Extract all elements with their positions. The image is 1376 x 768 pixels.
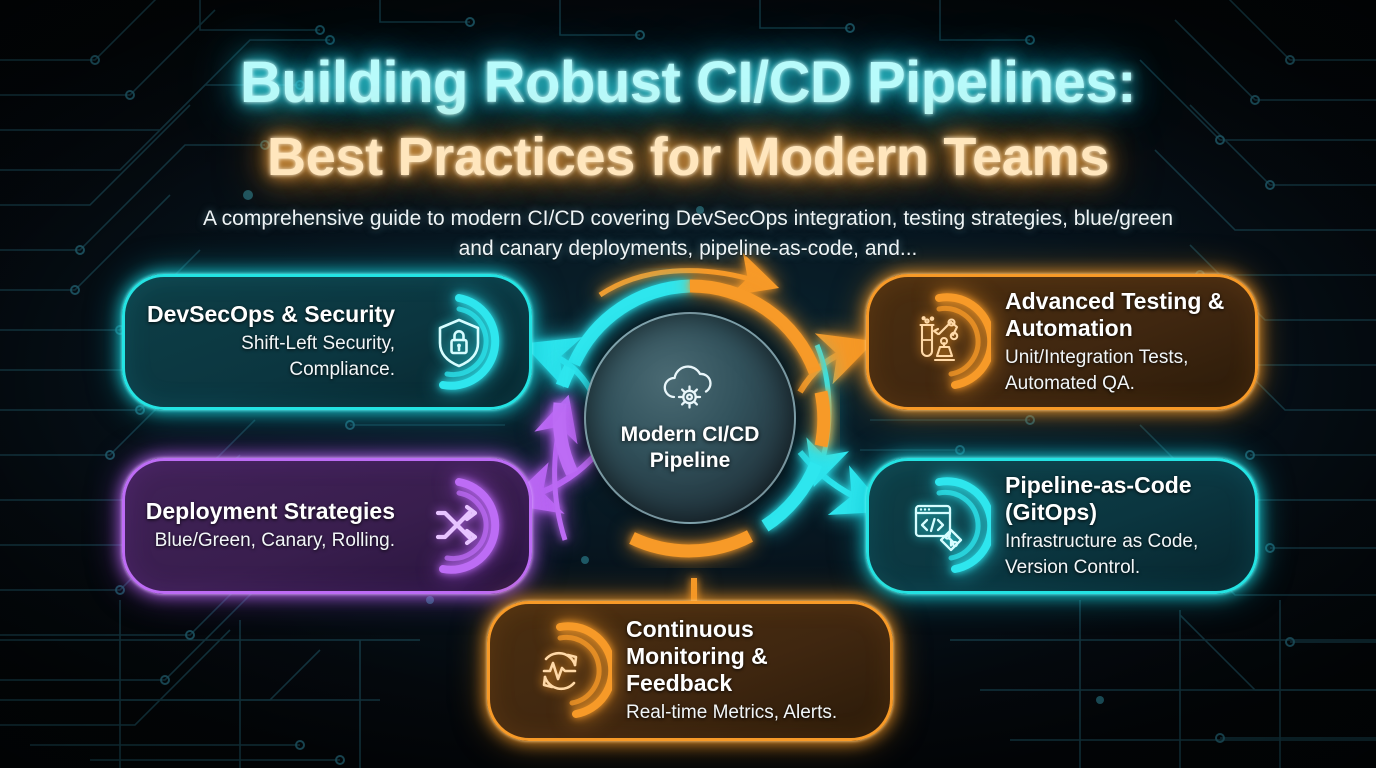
card-title-deployment: Deployment Strategies [145,498,395,524]
card-desc-devsecops: Shift-Left Security, Compliance. [241,333,395,380]
page-subtitle: A comprehensive guide to modern CI/CD co… [188,204,1188,264]
icon-badge-gitops [887,474,991,578]
hub-node[interactable]: Modern CI/CD Pipeline [540,268,840,568]
pulse-refresh-icon [542,651,578,691]
card-desc-gitops: Infrastructure as Code, Version Control. [1005,530,1199,578]
card-desc-monitoring: Real-time Metrics, Alerts. [626,702,838,723]
hub-inner-disc: Modern CI/CD Pipeline [584,312,796,524]
header: Building Robust CI/CD Pipelines: Best Pr… [0,0,1376,264]
shuffle-arrows-icon [435,504,478,546]
card-title-monitoring: Continuous Monitoring & Feedback [626,616,768,696]
card-text-devsecops: DevSecOps & Security Shift-Left Security… [143,301,407,383]
icon-badge-testing [887,290,991,394]
shield-lock-icon [438,318,480,368]
card-title-testing: Advanced Testing & Automation [1005,287,1225,341]
hub-label: Modern CI/CD Pipeline [620,423,760,472]
card-title-devsecops: DevSecOps & Security [146,301,395,327]
card-text-monitoring: Continuous Monitoring & Feedback Real-ti… [612,616,872,726]
card-text-gitops: Pipeline-as-Code (GitOps) Infrastructure… [991,472,1237,581]
card-title-gitops: Pipeline-as-Code (GitOps) [1005,471,1192,525]
card-text-deployment: Deployment Strategies Blue/Green, Canary… [143,498,407,554]
test-tube-robot-arm-icon [919,316,959,362]
card-desc-testing: Unit/Integration Tests, Automated QA. [1005,346,1189,394]
card-continuous-monitoring[interactable]: Continuous Monitoring & Feedback Real-ti… [487,601,893,741]
icon-badge-monitoring [508,619,612,723]
icon-badge-deployment [407,474,511,578]
card-advanced-testing[interactable]: Advanced Testing & Automation Unit/Integ… [866,274,1258,410]
card-devsecops-security[interactable]: DevSecOps & Security Shift-Left Security… [122,274,532,410]
page-title-line2: Best Practices for Modern Teams [267,127,1109,187]
icon-badge-devsecops [407,290,511,394]
page-title-line1: Building Robust CI/CD Pipelines: [240,50,1136,115]
cloud-gear-icon [663,365,712,409]
card-text-testing: Advanced Testing & Automation Unit/Integ… [991,288,1237,397]
code-window-git-icon [914,504,963,552]
card-pipeline-as-code[interactable]: Pipeline-as-Code (GitOps) Infrastructure… [866,458,1258,594]
card-deployment-strategies[interactable]: Deployment Strategies Blue/Green, Canary… [122,458,532,594]
page-subtitle-text: A comprehensive guide to modern CI/CD co… [202,207,1174,260]
card-desc-deployment: Blue/Green, Canary, Rolling. [154,530,395,551]
